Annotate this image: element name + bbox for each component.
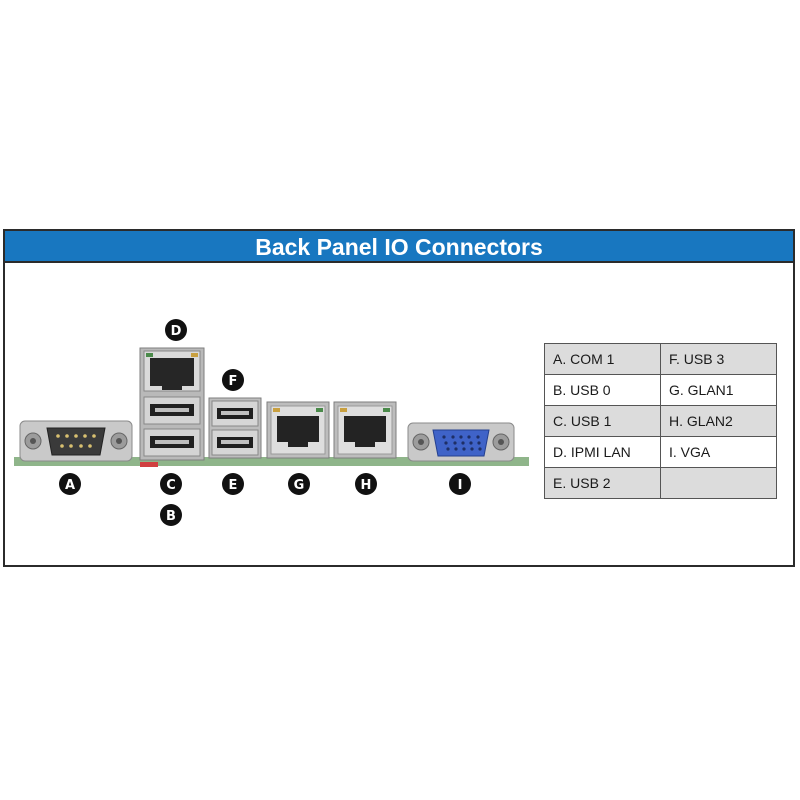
badge-h-label: H <box>361 478 372 493</box>
legend-cell: C. USB 1 <box>544 405 661 437</box>
badge-d-label: D <box>171 324 182 339</box>
badge-e: E <box>222 473 244 495</box>
vga-port <box>407 422 515 462</box>
legend-cell: E. USB 2 <box>544 467 661 499</box>
badge-a-label: A <box>65 478 75 493</box>
legend-cell: I. VGA <box>660 436 777 468</box>
badge-b: B <box>160 504 182 526</box>
connector-legend-table: A. COM 1 F. USB 3 B. USB 0 G. GLAN1 C. U… <box>544 343 777 499</box>
badge-g: G <box>288 473 310 495</box>
badge-i-label: I <box>458 478 463 493</box>
badge-a: A <box>59 473 81 495</box>
badge-b-label: B <box>166 509 176 524</box>
badge-f: F <box>222 369 244 391</box>
badge-c: C <box>160 473 182 495</box>
badge-c-label: C <box>166 478 176 493</box>
panel-title: Back Panel IO Connectors <box>5 231 793 263</box>
badge-e-label: E <box>229 478 238 493</box>
pcb-edge <box>14 457 529 466</box>
glan1-port <box>266 401 330 459</box>
badge-h: H <box>355 473 377 495</box>
legend-cell: G. GLAN1 <box>660 374 777 406</box>
legend-row: B. USB 0 G. GLAN1 <box>544 374 777 406</box>
glan2-port <box>333 401 397 459</box>
com-port <box>19 420 133 462</box>
ipmi-lan-usb-stack <box>139 347 205 461</box>
legend-cell: F. USB 3 <box>660 343 777 375</box>
badge-d: D <box>165 319 187 341</box>
legend-row: C. USB 1 H. GLAN2 <box>544 405 777 437</box>
dual-usb-port <box>208 397 262 459</box>
legend-row: D. IPMI LAN I. VGA <box>544 436 777 468</box>
legend-cell: D. IPMI LAN <box>544 436 661 468</box>
badge-i: I <box>449 473 471 495</box>
legend-row: E. USB 2 <box>544 467 777 499</box>
badge-g-label: G <box>294 478 305 493</box>
legend-cell-empty <box>660 467 777 499</box>
legend-row: A. COM 1 F. USB 3 <box>544 343 777 375</box>
badge-f-label: F <box>229 374 238 389</box>
legend-cell: A. COM 1 <box>544 343 661 375</box>
legend-cell: H. GLAN2 <box>660 405 777 437</box>
pcb-marker <box>140 462 158 467</box>
legend-cell: B. USB 0 <box>544 374 661 406</box>
